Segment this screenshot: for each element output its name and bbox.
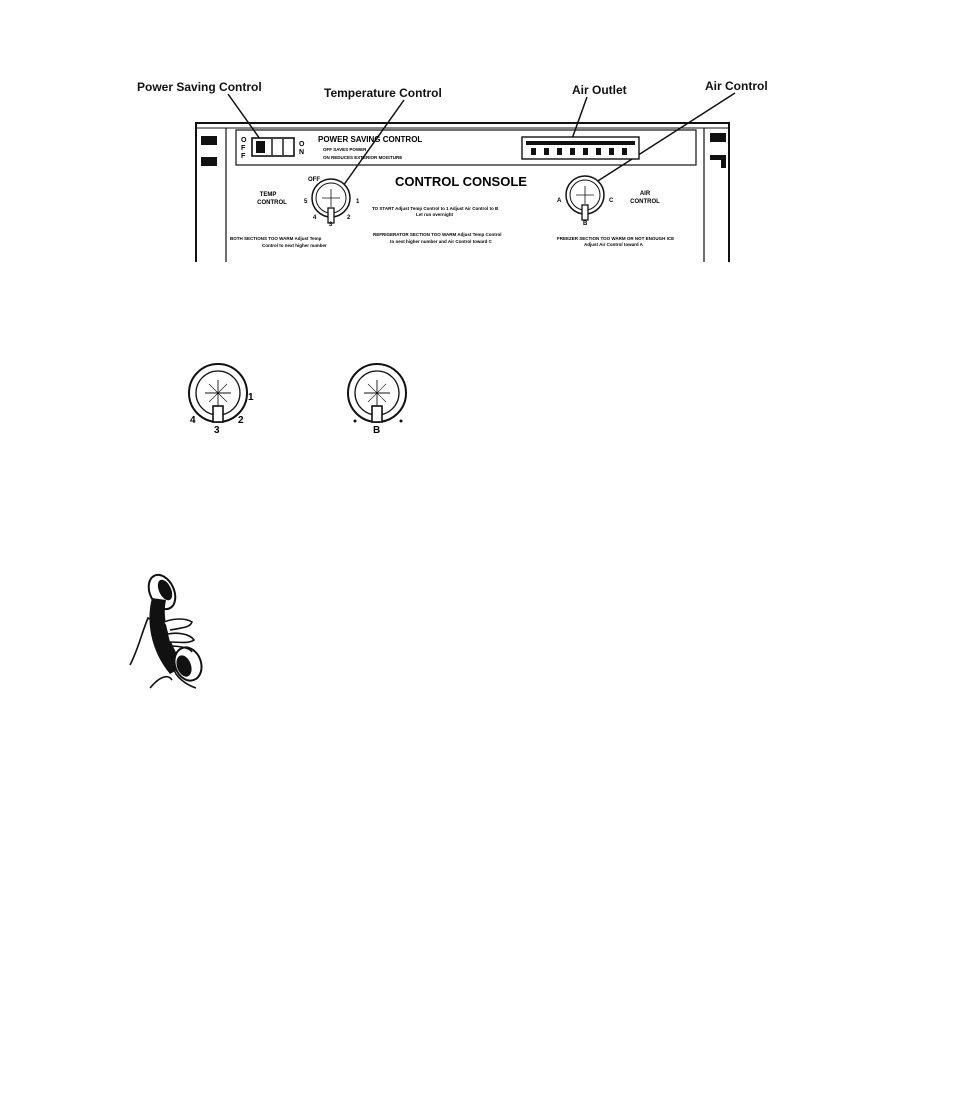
- control-console-panel: O F F O N POWER SAVING CONTROL OFF SAVES…: [195, 122, 730, 262]
- power-saving-line-1: OFF SAVES POWER: [323, 147, 367, 152]
- air-control-dial: [565, 175, 605, 221]
- note-refrigerator-2: to next higher number and Air Control to…: [390, 239, 493, 244]
- note-refrigerator-1: REFRIGERATOR SECTION TOO WARM Adjust Tem…: [373, 232, 502, 237]
- switch-off-f2: F: [241, 153, 246, 160]
- temp-detail-mark-3: 3: [214, 425, 220, 436]
- air-mark-b: B: [583, 221, 588, 227]
- right-tab-lower: [710, 155, 726, 168]
- switch-off-o: O: [241, 137, 247, 144]
- air-detail-mark-b: B: [373, 425, 380, 436]
- note-freezer-1: FREEZER SECTION TOO WARM OR NOT ENOUGH I…: [557, 236, 674, 241]
- temp-mark-2: 2: [347, 215, 351, 221]
- callout-air-outlet: Air Outlet: [572, 83, 627, 97]
- power-saving-line-2: ON REDUCES EXTERIOR MOISTURE: [323, 155, 402, 160]
- temp-control-label-2: CONTROL: [257, 200, 287, 206]
- leader-air-control: [589, 92, 736, 187]
- air-mark-c: C: [609, 198, 614, 204]
- temp-control-label-1: TEMP: [260, 192, 277, 198]
- leader-temperature: [342, 99, 405, 187]
- temp-mark-5: 5: [304, 199, 308, 205]
- callout-temperature-control: Temperature Control: [324, 86, 442, 100]
- left-tab-lower: [201, 157, 217, 166]
- note-both-sections-2: Control to next higher number: [262, 243, 327, 248]
- temp-mark-4: 4: [313, 215, 317, 221]
- temp-mark-3: 3: [329, 222, 333, 228]
- note-both-sections-1: BOTH SECTIONS TOO WARM Adjust Temp: [230, 236, 322, 241]
- start-instruction-1: TO START Adjust Temp Control to 1 Adjust…: [372, 206, 499, 211]
- switch-on-n: N: [299, 149, 304, 156]
- start-instruction-2: Let run overnight: [416, 212, 454, 217]
- power-saving-title: POWER SAVING CONTROL: [318, 135, 422, 144]
- temp-off-label: OFF: [308, 177, 320, 183]
- air-detail-dot-right: [399, 419, 403, 423]
- right-tab-upper: [710, 133, 726, 142]
- telephone-handset-icon: [129, 573, 203, 689]
- temp-detail-mark-2: 2: [238, 415, 244, 426]
- air-detail-dot-left: [353, 419, 357, 423]
- air-control-label-1: AIR: [640, 191, 651, 197]
- temp-detail-dial: 1 2 3 4: [188, 363, 254, 436]
- air-detail-dial: B: [347, 363, 407, 436]
- console-title: CONTROL CONSOLE: [395, 174, 527, 189]
- temp-detail-mark-4: 4: [190, 415, 196, 426]
- switch-on-o: O: [299, 141, 305, 148]
- air-mark-a: A: [557, 198, 562, 204]
- temp-detail-mark-1: 1: [248, 392, 254, 403]
- temp-mark-1: 1: [356, 199, 360, 205]
- detail-dials: 1 2 3 4 B: [188, 363, 407, 436]
- air-outlet-frame: [521, 136, 640, 160]
- left-tab-upper: [201, 136, 217, 145]
- temp-control-dial: [311, 178, 351, 224]
- callout-power-saving-control: Power Saving Control: [137, 80, 262, 94]
- switch-off-f1: F: [241, 145, 246, 152]
- note-freezer-2: Adjust Air Control toward A: [584, 242, 644, 247]
- air-outlet-vents: [531, 148, 627, 155]
- callout-air-control: Air Control: [705, 79, 768, 93]
- air-control-label-2: CONTROL: [630, 199, 660, 205]
